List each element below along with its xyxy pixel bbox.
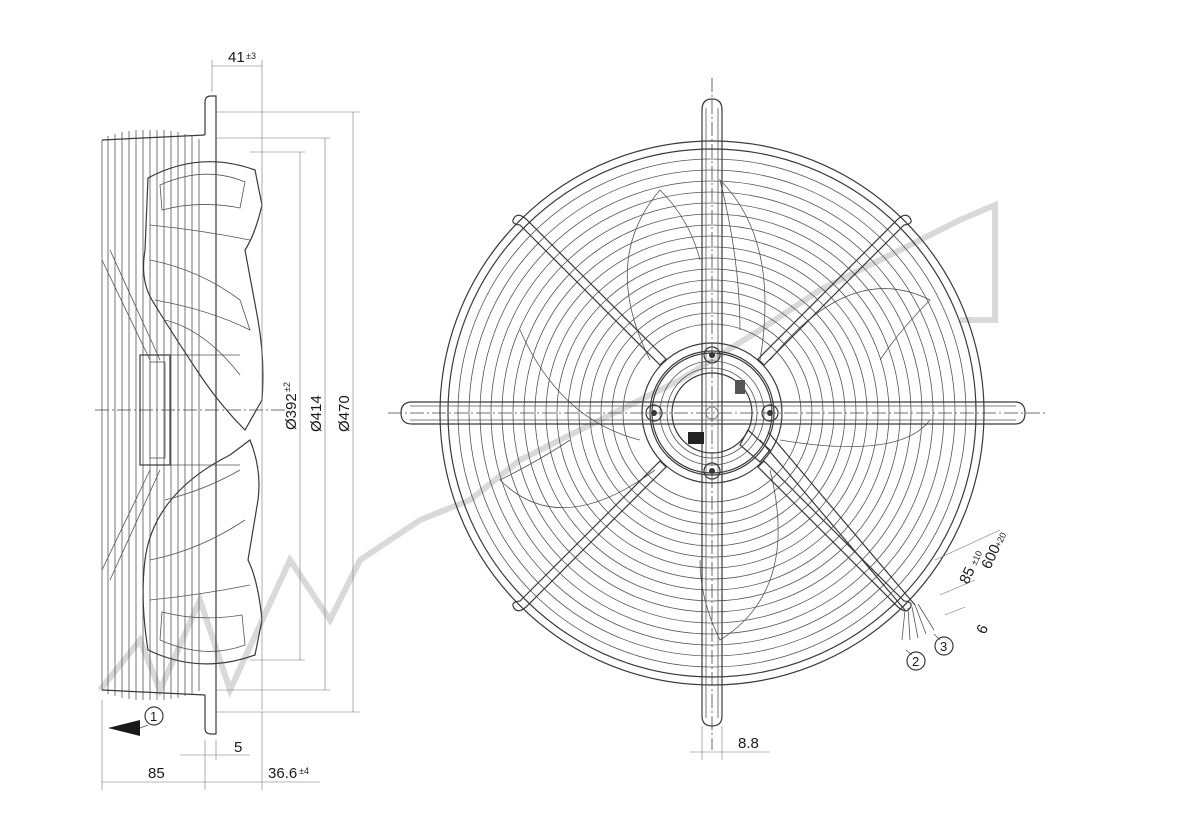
support-rods — [400, 98, 1026, 727]
dim-392-tol: ±2 — [282, 382, 292, 392]
front-dimensions: 8.8 600 +20 85 ±10 6 2 3 — [690, 529, 1009, 760]
dim-414: Ø414 — [308, 395, 325, 432]
blade-lower — [142, 439, 263, 665]
side-view — [95, 95, 285, 736]
callout-3: 3 — [940, 639, 947, 654]
watermark — [97, 200, 998, 699]
airflow-arrow — [108, 720, 140, 736]
diagonal-struts — [512, 214, 912, 612]
cable-bundle — [759, 431, 935, 641]
dim-41-tol: ±3 — [246, 51, 256, 61]
dim-85: 85 — [148, 765, 165, 782]
dim-5: 5 — [234, 739, 242, 756]
dim-392: Ø392 — [283, 393, 300, 430]
dim-366-tol: ±4 — [299, 766, 309, 776]
callout-1: 1 — [150, 709, 157, 724]
front-view — [388, 78, 1045, 750]
dim-8-8: 8.8 — [738, 735, 759, 752]
side-dimensions: 41 ±3 Ø392 ±2 Ø414 Ø470 85 5 36.6 ±4 1 — [101, 49, 360, 790]
dim-6: 6 — [973, 622, 992, 637]
dim-600-tol: +20 — [993, 531, 1009, 549]
blades-front — [499, 178, 931, 641]
dim-366: 36.6 — [268, 765, 297, 782]
dim-85-cable: 85 — [956, 564, 978, 586]
dim-470: Ø470 — [336, 395, 353, 432]
guard-wires-side — [101, 130, 206, 700]
callout-2: 2 — [912, 654, 919, 669]
dim-41: 41 — [228, 49, 245, 66]
blade-upper — [142, 161, 264, 431]
